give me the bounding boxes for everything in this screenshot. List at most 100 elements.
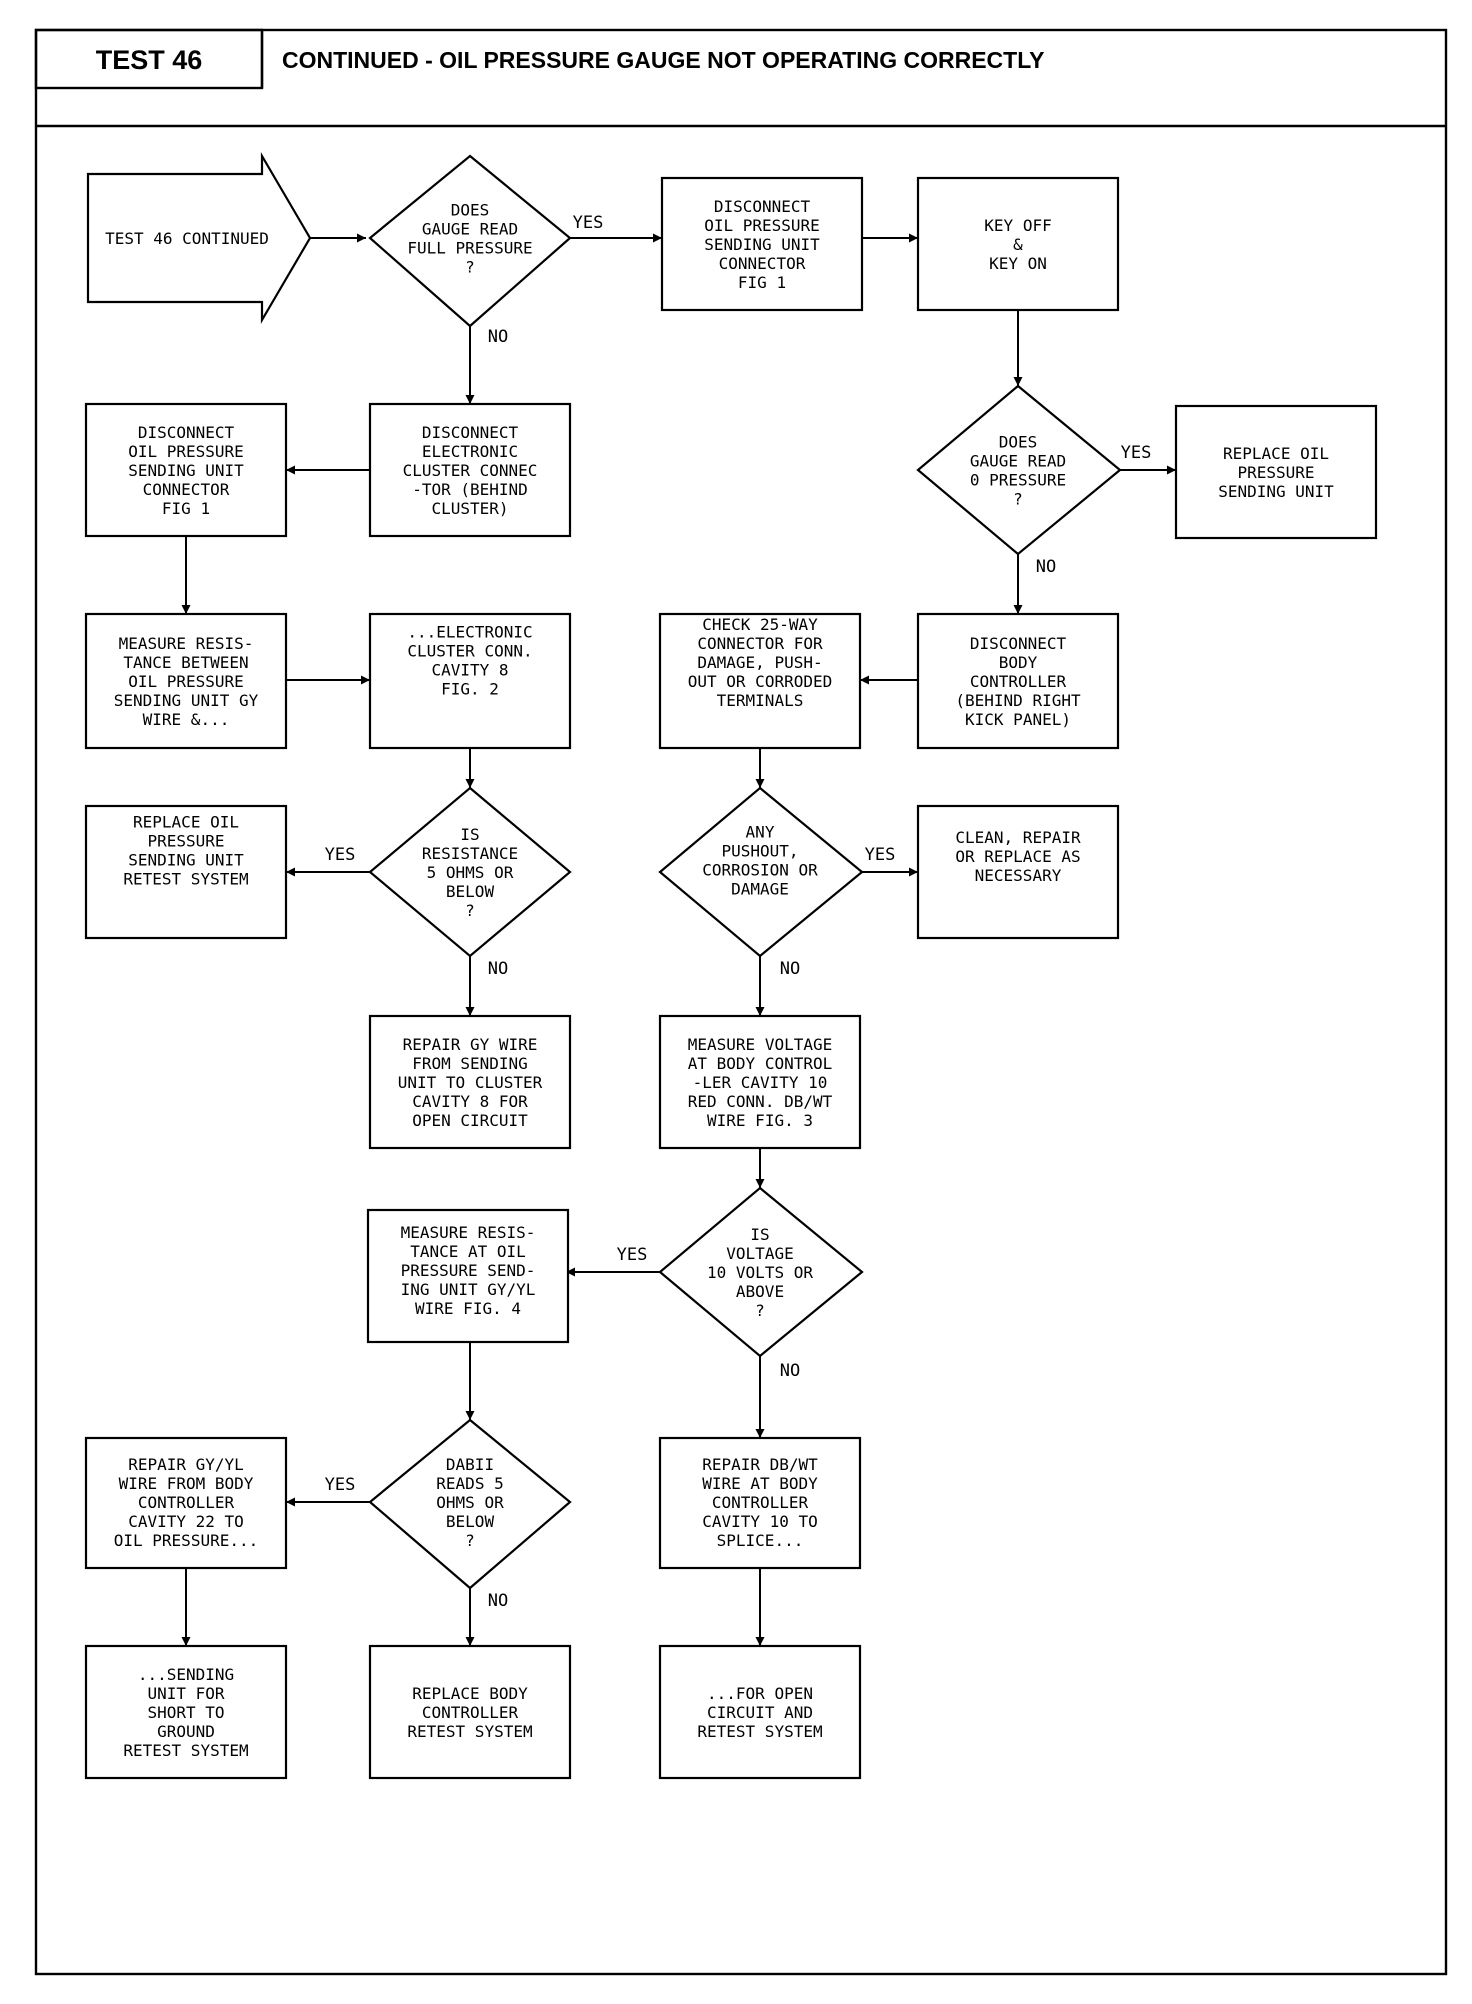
box-disconnect-connector-left-shape xyxy=(84,402,288,538)
box-replace-body-controller-shape xyxy=(368,1644,572,1780)
node-text-line: REPLACE OIL xyxy=(133,813,239,832)
node-text-line: CAVITY 22 TO xyxy=(128,1512,244,1531)
node-text-line: ELECTRONIC xyxy=(422,442,518,461)
node-text-line: OHMS OR xyxy=(436,1493,504,1512)
box-measure-resistance-gy-yl-shape xyxy=(366,1208,570,1344)
box-repair-gy-wire-shape xyxy=(368,1014,572,1150)
node-text-line: CIRCUIT AND xyxy=(707,1703,813,1722)
node-text-line: DISCONNECT xyxy=(138,423,235,442)
node-text-line: WIRE AT BODY xyxy=(702,1474,818,1493)
node-text-line: RETEST SYSTEM xyxy=(123,870,248,889)
node-text-line: READS 5 xyxy=(436,1474,503,1493)
start-arrow-shape xyxy=(86,151,312,325)
node-text-line: ? xyxy=(755,1301,765,1320)
node-text-line: OUT OR CORRODED xyxy=(688,672,833,691)
node-text-line: WIRE &... xyxy=(143,710,230,729)
node-text-line: CHECK 25-WAY xyxy=(702,615,818,634)
node-text-line: SPLICE... xyxy=(717,1531,804,1550)
node-text-line: CLEAN, REPAIR xyxy=(955,828,1081,847)
node-text-line: GAUGE READ xyxy=(422,220,518,239)
box-open-circuit-retest-shape xyxy=(658,1644,862,1780)
node-text-line: ...FOR OPEN xyxy=(707,1684,813,1703)
node-text-line: OIL PRESSURE... xyxy=(114,1531,259,1550)
box-cluster-connector-cavity-shape xyxy=(368,612,572,750)
node-text-line: WIRE FIG. 3 xyxy=(707,1111,813,1130)
node-text-line: OIL PRESSURE xyxy=(704,216,820,235)
node-text-line: SENDING UNIT xyxy=(1218,482,1334,501)
box-replace-sending-unit-top-shape xyxy=(1174,404,1378,540)
node-text-line: RETEST SYSTEM xyxy=(697,1722,822,1741)
node-text-line: REPAIR DB/WT xyxy=(702,1455,818,1474)
decision-zero-pressure-shape xyxy=(916,384,1122,556)
node-text-line: DOES xyxy=(451,201,490,220)
node-text-line: OR REPLACE AS xyxy=(955,847,1080,866)
box-sending-unit-short-shape xyxy=(84,1644,288,1780)
page-frame xyxy=(34,28,1448,1976)
node-text-line: BELOW xyxy=(446,882,495,901)
node-text-line: DISCONNECT xyxy=(970,634,1067,653)
node-text-line: ...ELECTRONIC xyxy=(407,623,532,642)
node-text-line: TERMINALS xyxy=(717,691,804,710)
node-text-line: RETEST SYSTEM xyxy=(407,1722,532,1741)
node-text-line: FIG 1 xyxy=(738,273,786,292)
node-text-line: ? xyxy=(1013,490,1023,509)
label-no-full: NO xyxy=(488,327,508,347)
box-disconnect-body-controller-shape xyxy=(916,612,1120,750)
decision-pushout-corrosion-shape xyxy=(658,786,864,958)
node-text-line: ? xyxy=(465,258,475,277)
node-text-line: RETEST SYSTEM xyxy=(123,1741,248,1760)
node-text-line: CONNECTOR xyxy=(143,480,230,499)
box-key-off-on: KEY OFF&KEY ON xyxy=(984,216,1051,273)
node-text-line: VOLTAGE xyxy=(726,1244,793,1263)
node-text-line: SENDING UNIT xyxy=(128,461,244,480)
box-disconnect-connector-top-shape xyxy=(660,176,864,312)
node-text-line: BELOW xyxy=(446,1512,495,1531)
box-measure-voltage-shape xyxy=(658,1014,862,1150)
node-text-line: WIRE FIG. 4 xyxy=(415,1299,521,1318)
node-text-line: RESISTANCE xyxy=(422,844,518,863)
node-text-line: CONTROLLER xyxy=(712,1493,809,1512)
node-text-line: TEST 46 CONTINUED xyxy=(105,229,269,248)
node-text-line: ING UNIT GY/YL xyxy=(401,1280,536,1299)
node-text-line: SENDING UNIT GY xyxy=(114,691,259,710)
node-text-line: FULL PRESSURE xyxy=(407,239,532,258)
node-text-line: TANCE BETWEEN xyxy=(123,653,248,672)
node-text-line: TANCE AT OIL xyxy=(410,1242,526,1261)
node-text-line: REPAIR GY WIRE xyxy=(403,1035,538,1054)
box-measure-resistance-shape xyxy=(84,612,288,750)
label-yes-pushout: YES xyxy=(865,845,896,865)
node-text-line: CONTROLLER xyxy=(422,1703,519,1722)
node-text-line: NECESSARY xyxy=(975,866,1062,885)
node-text-line: GROUND xyxy=(157,1722,215,1741)
label-yes-full: YES xyxy=(573,213,604,233)
label-yes-res5: YES xyxy=(325,845,356,865)
node-text-line: WIRE FROM BODY xyxy=(119,1474,254,1493)
node-text-line: KICK PANEL) xyxy=(965,710,1071,729)
node-text-line: SENDING UNIT xyxy=(704,235,820,254)
node-text-line: DABII xyxy=(446,1455,494,1474)
node-text-line: CORROSION OR xyxy=(702,861,818,880)
label-no-zero: NO xyxy=(1036,557,1056,577)
box-repair-gy-yl-wire-shape xyxy=(84,1436,288,1570)
node-text-line: ...SENDING xyxy=(138,1665,234,1684)
node-text-line: 10 VOLTS OR xyxy=(707,1263,813,1282)
node-text-line: CONTROLLER xyxy=(970,672,1067,691)
node-text-line: CAVITY 8 FOR xyxy=(412,1092,528,1111)
decision-full-pressure-shape xyxy=(368,154,572,328)
node-text-line: PUSHOUT, xyxy=(721,842,798,861)
node-text-line: & xyxy=(1013,235,1023,254)
box-clean-repair-replace-shape xyxy=(916,804,1120,940)
node-text-line: PRESSURE SEND- xyxy=(401,1261,536,1280)
node-text-line: ANY xyxy=(746,823,775,842)
test-label: TEST 46 xyxy=(96,45,203,75)
node-text-line: REPLACE BODY xyxy=(412,1684,528,1703)
